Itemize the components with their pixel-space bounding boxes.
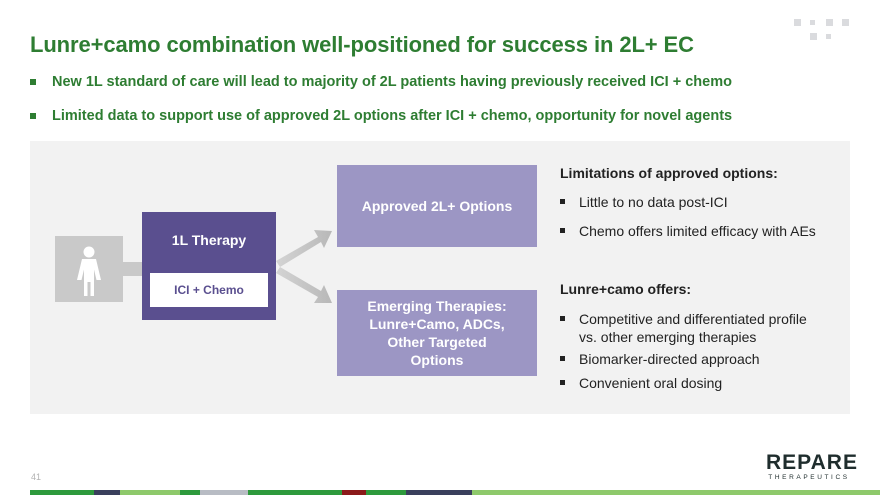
logo-subtitle: THERAPEUTICS (768, 474, 850, 481)
connector-bar (123, 262, 145, 276)
offer-item: Convenient oral dosing (560, 374, 722, 392)
emerging-therapies-box: Emerging Therapies: Lunre+Camo, ADCs, Ot… (337, 290, 537, 376)
approved-options-box: Approved 2L+ Options (337, 165, 537, 247)
logo-wordmark: REPARE (766, 451, 858, 474)
arrow-down-icon (276, 267, 332, 303)
offer-item: Biomarker-directed approach (560, 350, 760, 368)
limitation-item: Chemo offers limited efficacy with AEs (560, 222, 816, 240)
company-logo: REPARE THERAPEUTICS (766, 451, 858, 482)
offer-line: vs. other emerging therapies (579, 329, 757, 345)
page-title: Lunre+camo combination well-positioned f… (30, 32, 694, 57)
offers-heading: Lunre+camo offers: (560, 281, 692, 297)
key-points: New 1L standard of care will lead to maj… (30, 73, 870, 141)
page-number: 41 (31, 472, 42, 482)
key-point: New 1L standard of care will lead to maj… (30, 73, 870, 91)
emerging-line: Emerging Therapies: (367, 298, 507, 314)
limitation-item: Little to no data post-ICI (560, 193, 728, 211)
person-icon (77, 246, 101, 296)
patient-box (55, 236, 123, 302)
offer-item: Competitive and differentiated profile v… (560, 310, 807, 346)
limitations-heading: Limitations of approved options: (560, 165, 778, 181)
ici-chemo-label: ICI + Chemo (150, 273, 268, 307)
emerging-line: Other Targeted (387, 334, 487, 350)
emerging-line: Lunre+Camo, ADCs, (369, 316, 505, 332)
key-point: Limited data to support use of approved … (30, 107, 870, 125)
branch-arrows (276, 230, 332, 303)
offer-line: Competitive and differentiated profile (579, 311, 807, 327)
first-line-therapy-box: 1L Therapy ICI + Chemo (142, 212, 276, 320)
therapy-label: 1L Therapy (171, 232, 247, 248)
arrow-up-icon (276, 230, 332, 267)
emerging-line: Options (410, 352, 464, 368)
